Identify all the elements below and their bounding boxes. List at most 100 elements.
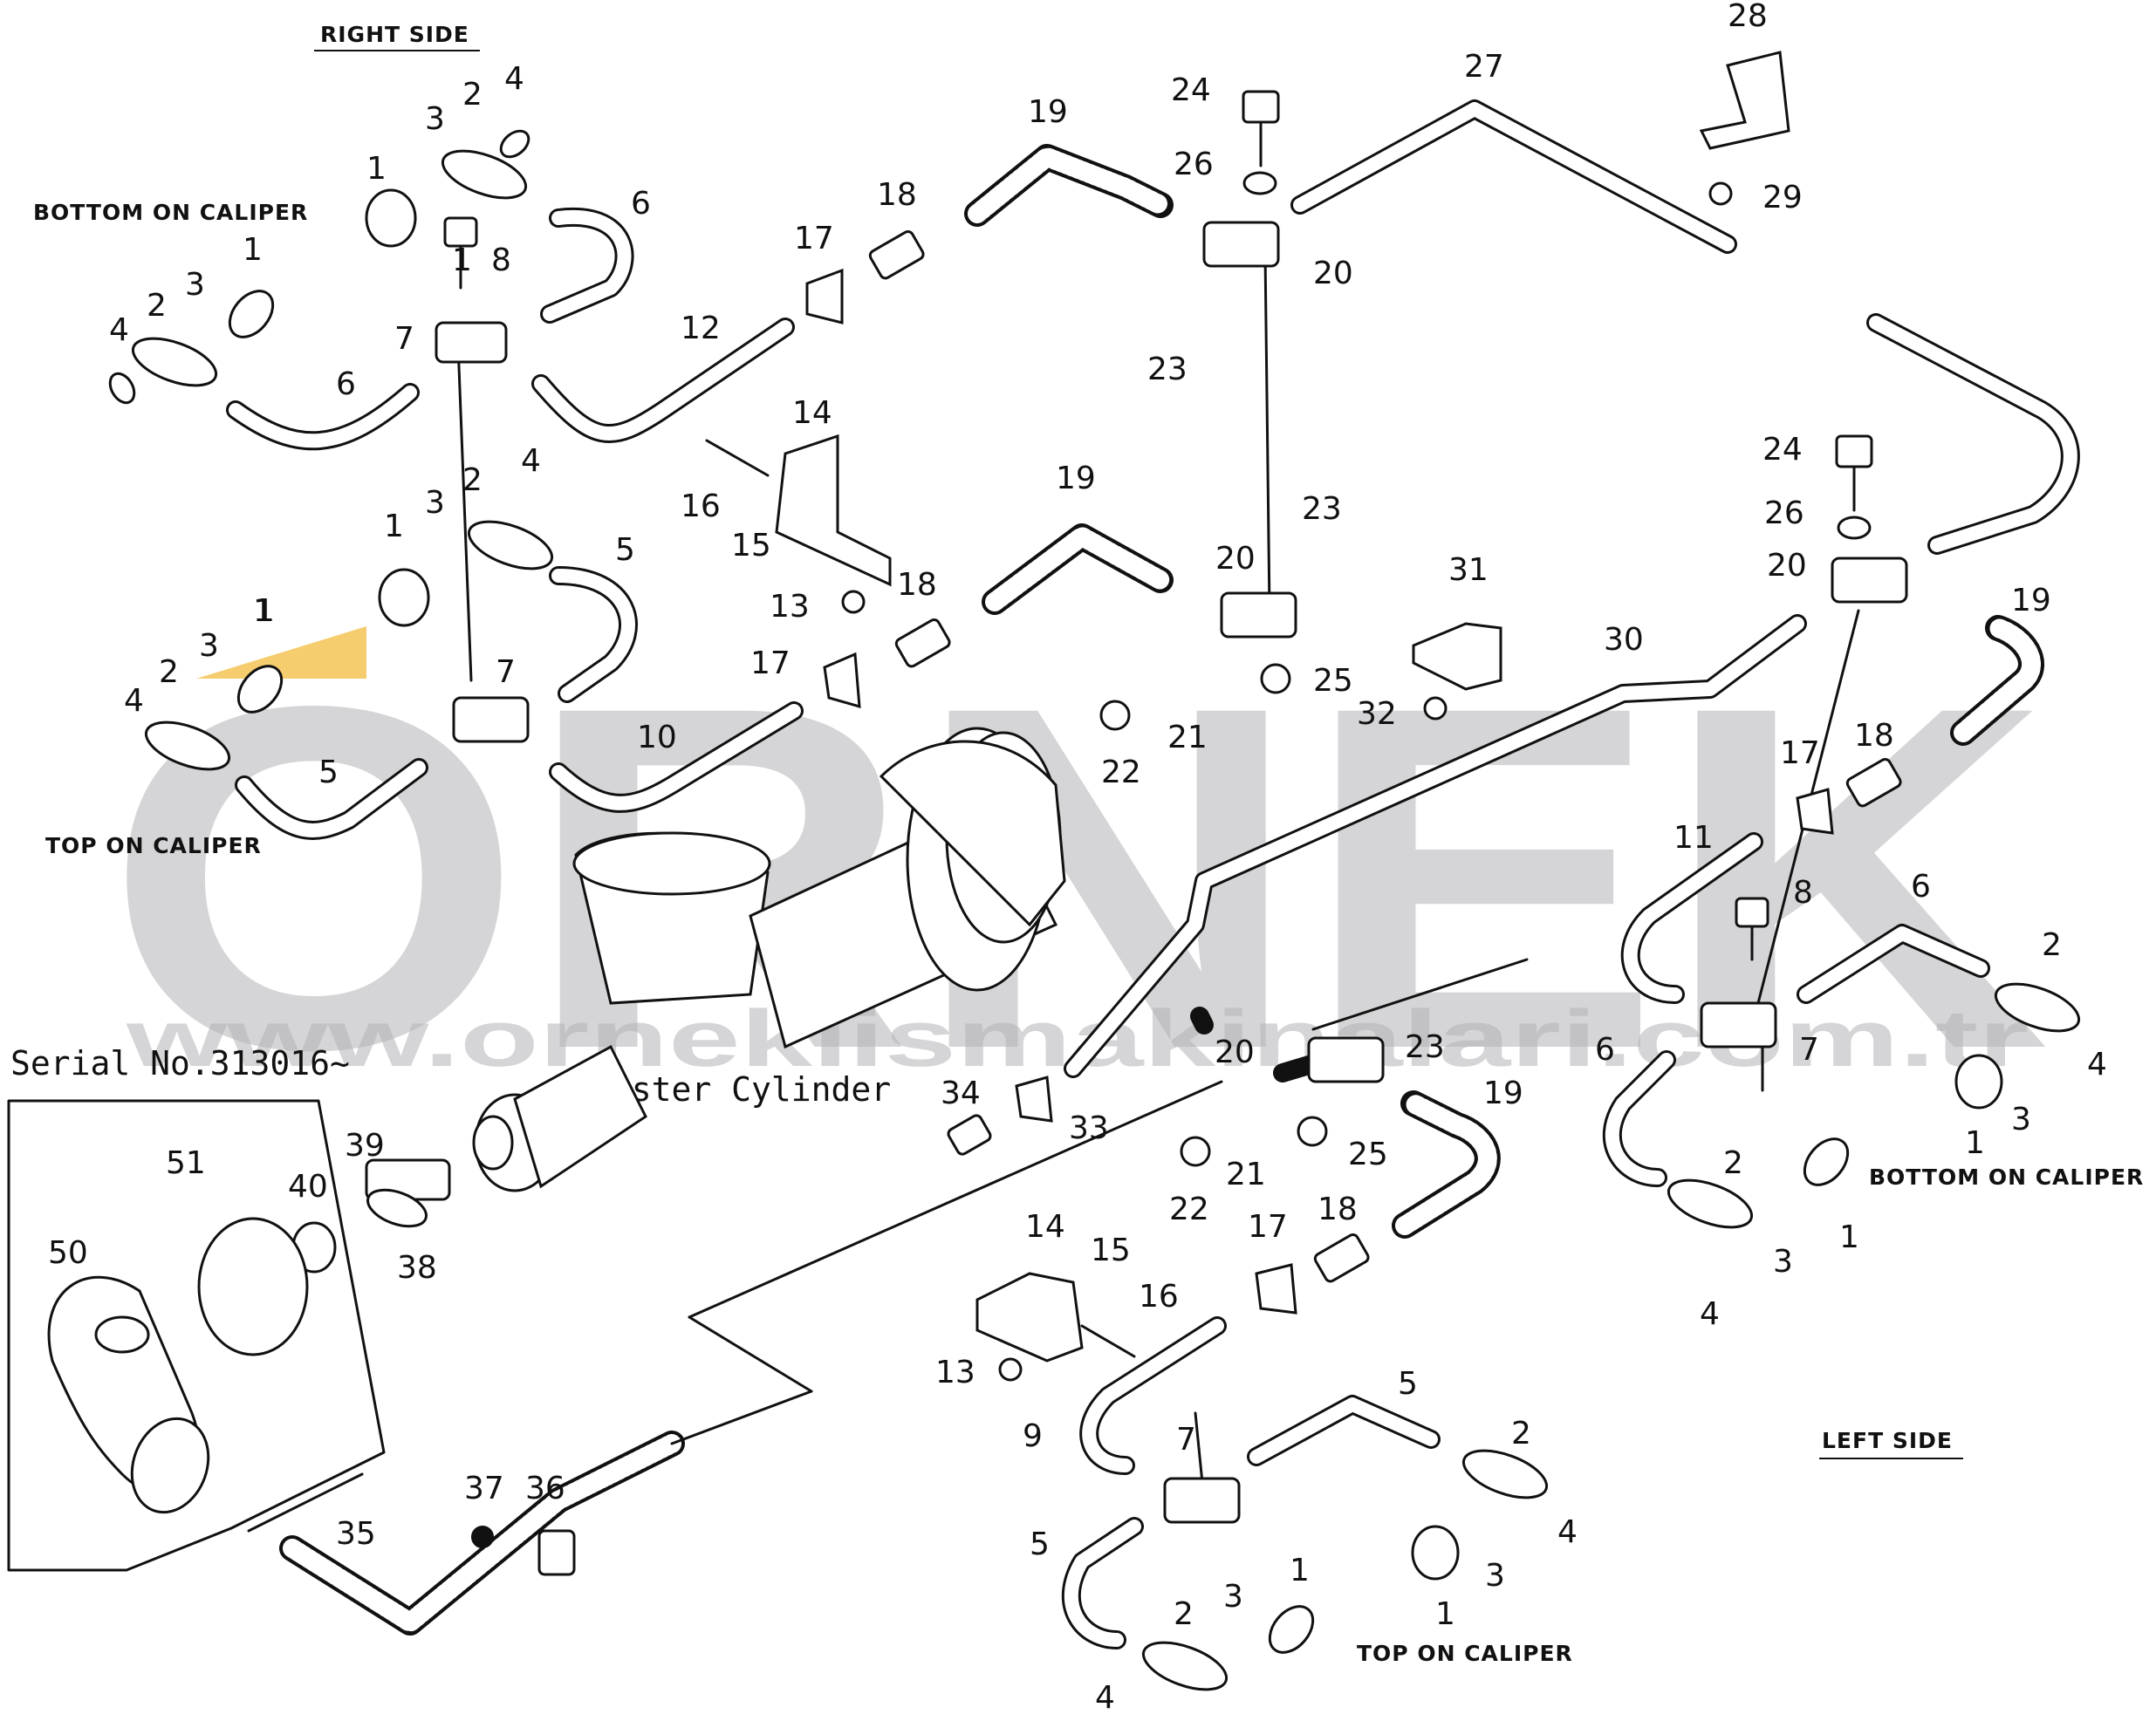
nut-13-upper [841, 590, 866, 614]
callout: 33 [1069, 1110, 1109, 1146]
callout: 25 [1348, 1137, 1388, 1172]
cap-1-d [236, 665, 284, 714]
fitting-34 [947, 1114, 992, 1156]
callout: 35 [336, 1516, 376, 1552]
bolt-24-upper [1242, 90, 1280, 167]
callout: 3 [185, 267, 205, 303]
bolt-24-right [1835, 434, 1873, 512]
washer-26-upper [1242, 171, 1277, 195]
callout: 19 [1483, 1076, 1523, 1111]
master-cylinder [472, 727, 1066, 1192]
callout: 20 [1767, 548, 1807, 584]
bolt-16-upper [705, 439, 770, 477]
caption-top-on-caliper-left: TOP ON CALIPER [1357, 1641, 1573, 1666]
callout: 6 [631, 186, 651, 222]
callout: 17 [1780, 735, 1820, 771]
nut-22-upper [1099, 700, 1131, 731]
caption-right-side: RIGHT SIDE [320, 22, 469, 47]
callout: 8 [1793, 875, 1813, 911]
callout: 16 [681, 488, 721, 524]
bracket-28 [1699, 51, 1790, 150]
bracket-14-lower [975, 1272, 1084, 1363]
callout: 13 [935, 1355, 975, 1390]
banjo-2-b [131, 337, 218, 387]
elbow-hose-50-end [130, 1417, 210, 1514]
callout: 5 [615, 532, 635, 568]
callout: 2 [462, 462, 483, 498]
union-18-a [868, 229, 925, 280]
callout: 7 [1176, 1422, 1196, 1458]
cap-1-a [365, 188, 417, 248]
callout: 37 [464, 1471, 504, 1506]
callout: 16 [1139, 1279, 1179, 1315]
callout: 6 [336, 366, 356, 402]
callout: 18 [897, 567, 937, 603]
callout: 22 [1169, 1192, 1209, 1227]
callout: 29 [1762, 180, 1803, 215]
cap-1-c [378, 568, 430, 627]
caption-left-side: LEFT SIDE [1822, 1428, 1953, 1453]
callout: 8 [491, 242, 511, 278]
callout: 6 [1911, 869, 1931, 905]
callout: 1 [255, 593, 275, 629]
cap-1-e [1954, 1054, 2003, 1110]
callout: 3 [1773, 1244, 1793, 1280]
hose-clamp-51 [197, 1217, 309, 1356]
callout: 17 [794, 221, 834, 256]
elbow-hose-50-inlet [94, 1315, 150, 1354]
callout: 39 [345, 1128, 385, 1164]
fittings [47, 51, 2081, 1691]
cap-1-g [1411, 1525, 1460, 1581]
callout: 1 [1435, 1596, 1455, 1632]
tee-fitting-7-left-upper [1700, 1001, 1777, 1048]
union-18-c [1845, 757, 1902, 808]
serial-detail-box [7, 1099, 386, 1572]
callout: 20 [1215, 541, 1256, 577]
callout: 14 [792, 395, 832, 431]
bracket-31 [1412, 622, 1502, 691]
nut-25-upper [1260, 663, 1291, 694]
steel-tubes [226, 99, 2080, 1649]
callout: 5 [318, 755, 339, 790]
caption-bottom-on-caliper-right: BOTTOM ON CALIPER [33, 200, 308, 225]
callout: 4 [1095, 1680, 1115, 1716]
callout: 3 [1223, 1579, 1243, 1615]
callout: 1 [253, 593, 273, 629]
callout: 2 [1174, 1596, 1194, 1632]
tee-fitting-7-lower [452, 696, 530, 743]
callout: 2 [159, 654, 179, 690]
callout: 15 [1091, 1233, 1131, 1268]
clamp-36 [537, 1529, 576, 1576]
callout: 2 [1511, 1416, 1531, 1451]
callout: 24 [1171, 72, 1211, 108]
caption-bottom-on-caliper-left: BOTTOM ON CALIPER [1869, 1165, 2144, 1190]
clip-17-a [805, 268, 844, 324]
clip-33 [1015, 1076, 1053, 1123]
callout: 2 [462, 77, 483, 113]
flexible-hoses [279, 144, 2044, 1636]
callout: 6 [1595, 1032, 1615, 1068]
nut-32 [1423, 696, 1448, 721]
callout: 21 [1226, 1157, 1266, 1192]
nut-25-lower [1297, 1116, 1328, 1147]
clip-17-c [1796, 788, 1834, 835]
callout: 1 [452, 242, 472, 278]
tee-fitting-20-middle [1220, 591, 1297, 639]
banjo-2-e [1994, 982, 2081, 1033]
callout: 4 [109, 312, 129, 348]
cap-1-b [228, 290, 275, 338]
clip-17-d [1255, 1263, 1297, 1315]
nut-37 [471, 1526, 494, 1548]
caption-serial-no: Serial No.313016~ [10, 1044, 350, 1083]
callout: 7 [394, 321, 414, 357]
callout: 22 [1101, 755, 1141, 790]
callout: 23 [1405, 1029, 1445, 1065]
callout: 19 [1028, 94, 1068, 130]
callout: 28 [1728, 0, 1768, 34]
tee-fitting-7-left-lower [1163, 1477, 1241, 1524]
callout: 4 [124, 683, 144, 719]
callout: 4 [1700, 1296, 1720, 1332]
callout: 30 [1604, 622, 1644, 658]
callout: 5 [1398, 1366, 1418, 1402]
callout: 18 [1318, 1192, 1358, 1227]
